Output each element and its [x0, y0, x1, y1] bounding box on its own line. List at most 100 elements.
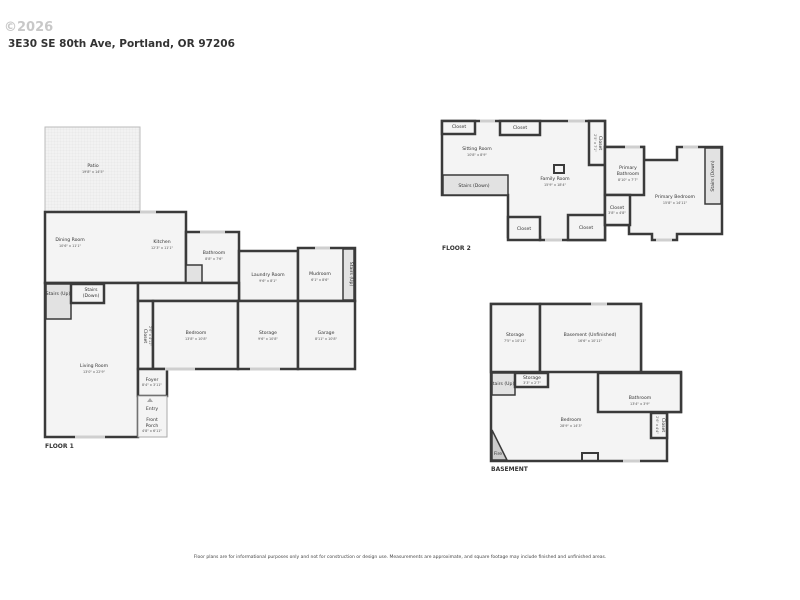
label-stairs-down: Stairs	[84, 287, 98, 293]
label-closet-6: Closet	[610, 205, 625, 211]
floor-1-label: FLOOR 1	[45, 443, 74, 450]
dims-mudroom: 6'1" x 8'6"	[311, 278, 329, 282]
closet-6	[603, 193, 632, 227]
label-stairs-f2: Stairs (Down)	[458, 183, 489, 189]
dims-garage: 8'11" x 10'8"	[315, 337, 338, 341]
label-closet-3: Closet	[597, 136, 603, 151]
stairs-up	[45, 283, 72, 320]
dims-primary-bedroom: 15'8" x 14'11"	[663, 201, 688, 205]
dims-storage: 9'6" x 10'8"	[258, 337, 278, 341]
label-closet-4: Closet	[517, 226, 532, 232]
basement-labels: Storage 7'5" x 10'11" Basement (Unfinish…	[490, 332, 666, 473]
closet-1	[440, 119, 477, 136]
basement-unfinished	[538, 302, 643, 374]
dims-laundry: 9'6" x 8'1"	[259, 279, 277, 283]
shower	[185, 264, 203, 284]
storage-basement	[489, 302, 542, 374]
label-porch-2: Porch	[146, 423, 159, 429]
label-family-room: Family Room	[540, 176, 570, 182]
label-kitchen: Kitchen	[153, 239, 170, 245]
closet-5	[566, 213, 607, 242]
label-storage-basement: Storage	[506, 332, 524, 338]
label-fire: Fire	[494, 451, 502, 457]
closet-3	[587, 119, 607, 167]
dims-closet-6: 3'8" x 4'8"	[608, 211, 626, 215]
floor-1-labels: Patio 19'8" x 14'5" Dining Room 10'6" x …	[45, 163, 354, 450]
label-patio: Patio	[87, 163, 98, 169]
fireplace	[491, 429, 509, 461]
basement-label: BASEMENT	[491, 466, 529, 473]
label-closet-basement: Closet	[660, 418, 666, 433]
dims-patio: 19'8" x 14'5"	[82, 170, 105, 174]
floor-2-label: FLOOR 2	[442, 245, 471, 252]
closet-basement	[649, 411, 669, 440]
dims-family-room: 15'9" x 18'4"	[544, 183, 567, 187]
dims-closet-basement: 2'6" x 4'4"	[655, 416, 659, 434]
dims-kitchen: 12'3" x 11'1"	[151, 246, 174, 250]
label-storage: Storage	[259, 330, 277, 336]
stairs-down-f2	[442, 174, 509, 196]
stairs-down	[69, 282, 106, 305]
label-storage-2: Storage	[523, 375, 541, 381]
stairs-down-f2-right	[704, 147, 722, 205]
label-foyer: Foyer	[146, 377, 159, 383]
dims-storage-2: 3'3" x 2'7"	[523, 381, 541, 385]
label-stairs-down-2: (Down)	[83, 293, 100, 299]
dims-living-room: 13'0" x 22'9"	[83, 370, 106, 374]
dims-storage-basement: 7'5" x 10'11"	[504, 339, 527, 343]
dims-bathroom: 8'8" x 7'6"	[205, 257, 223, 261]
label-laundry: Laundry Room	[251, 272, 285, 278]
garage	[296, 299, 357, 371]
entry-arrow-icon	[147, 398, 153, 402]
dims-closet-3: 2'5" x 7'1"	[593, 134, 597, 152]
label-stairs-up-right: Stairs (Up)	[348, 262, 354, 287]
bathroom-basement	[596, 371, 683, 414]
label-closet-1: Closet	[452, 124, 467, 130]
label-primary-bedroom: Primary Bedroom	[655, 194, 696, 200]
label-bathroom: Bathroom	[203, 250, 226, 256]
front-porch	[137, 395, 168, 438]
label-closet-2: Closet	[513, 125, 528, 131]
label-entry: Entry	[146, 406, 159, 412]
label-bedroom: Bedroom	[186, 330, 207, 336]
patio	[44, 126, 141, 213]
floor-2-plan	[440, 119, 724, 242]
bedroom	[151, 299, 240, 371]
dims-bathroom-basement: 13'4" x 3'9"	[630, 402, 650, 406]
label-garage: Garage	[318, 330, 335, 336]
dims-closet: 2'6" x 4'11"	[148, 326, 152, 346]
label-closet: Closet	[142, 329, 148, 344]
storage-2-basement	[513, 371, 550, 389]
disclaimer: Floor plans are for informational purpos…	[193, 555, 607, 560]
property-address: 3E30 SE 80th Ave, Portland, OR 97206	[8, 38, 235, 50]
primary-bathroom	[603, 145, 646, 197]
storage	[236, 299, 300, 371]
label-living-room: Living Room	[80, 363, 109, 369]
closet-4	[506, 215, 542, 242]
basement-plan	[489, 302, 683, 463]
label-primary-bath: Primary	[619, 165, 637, 171]
label-bathroom-basement: Bathroom	[629, 395, 652, 401]
closet-2	[498, 119, 542, 137]
dims-bedroom: 13'8" x 10'8"	[185, 337, 208, 341]
label-mudroom: Mudroom	[309, 271, 331, 277]
label-stairs-basement: Stairs (Up)	[490, 381, 515, 387]
floor-1-plan	[43, 126, 357, 439]
hallway	[136, 281, 241, 303]
dims-sitting-room: 10'8" x 8'9"	[467, 153, 487, 157]
floor-2-labels: Closet Closet Closet 2'5" x 7'1" Sitting…	[442, 124, 716, 252]
label-sitting-room: Sitting Room	[462, 146, 492, 152]
label-closet-5: Closet	[579, 225, 594, 231]
dims-porch: 4'8" x 6'11"	[142, 429, 162, 433]
label-porch: Front	[146, 417, 158, 423]
dims-basement-unfinished: 16'6" x 10'11"	[578, 339, 603, 343]
label-stairs-f2-right: Stairs (Down)	[710, 160, 716, 191]
label-dining-room: Dining Room	[55, 237, 85, 243]
dims-dining-room: 10'6" x 11'1"	[59, 244, 82, 248]
label-basement-unfinished: Basement (Unfinished)	[564, 332, 617, 338]
dims-bedroom-basement: 28'9" x 14'3"	[560, 424, 583, 428]
label-bedroom-basement: Bedroom	[561, 417, 582, 423]
dims-primary-bath: 8'10" x 7'7"	[618, 178, 638, 182]
label-primary-bath-2: Bathroom	[617, 171, 640, 177]
